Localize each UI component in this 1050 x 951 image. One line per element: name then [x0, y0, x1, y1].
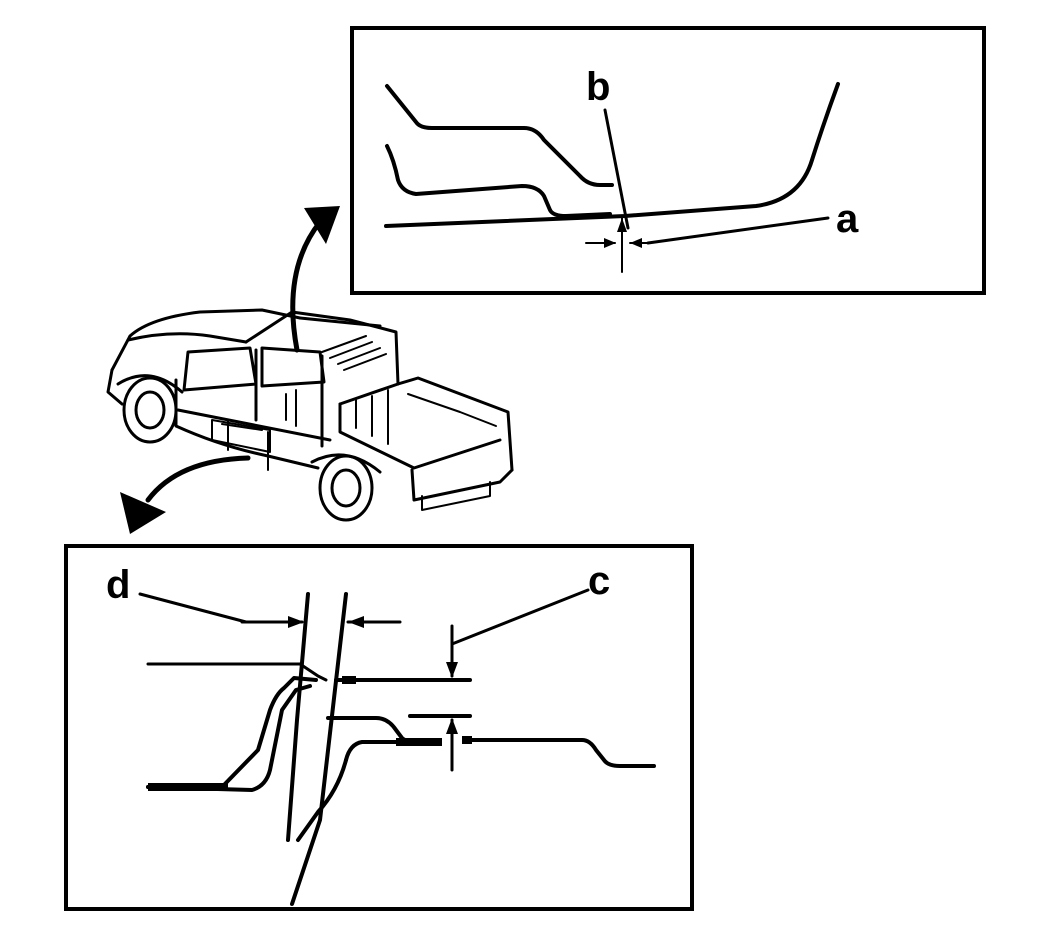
gap-d-right-arrowhead	[348, 616, 364, 628]
gap-left-arrowhead	[604, 238, 616, 248]
label-c: c	[588, 559, 610, 603]
middle-panel-edge	[385, 144, 612, 218]
label-d: d	[106, 563, 130, 607]
gap-c-upper-arrowhead	[446, 662, 458, 678]
label-c-leader	[450, 588, 590, 646]
top-detail-panel: b a	[350, 26, 986, 295]
curved-arrow-down-icon	[120, 455, 251, 534]
left-panel-contour-1	[146, 676, 318, 789]
gap-right-arrowhead	[630, 238, 642, 248]
label-a: a	[836, 197, 859, 241]
label-b-leader	[603, 108, 630, 230]
lower-sill-line	[384, 82, 840, 228]
curved-arrow-up-icon	[290, 206, 340, 353]
label-a-leader	[646, 216, 830, 245]
upper-panel-edge	[385, 84, 614, 187]
reference-hook	[298, 662, 328, 682]
pillar-left-edge	[286, 592, 310, 842]
bottom-detail-panel: d c	[64, 544, 694, 911]
pillar-right-edge	[290, 592, 348, 906]
label-d-leader	[138, 592, 248, 624]
gap-d-left-arrowhead	[288, 616, 304, 628]
lower-panel-contour	[344, 740, 442, 762]
label-b: b	[586, 65, 610, 109]
pickup-truck-icon	[106, 308, 514, 522]
right-panel-contour	[468, 738, 656, 768]
gap-vertical-arrowhead	[617, 218, 627, 232]
inner-pillar-edge	[296, 758, 348, 842]
gap-c-lower-arrowhead	[446, 718, 458, 734]
left-panel-contour-2	[146, 684, 312, 792]
